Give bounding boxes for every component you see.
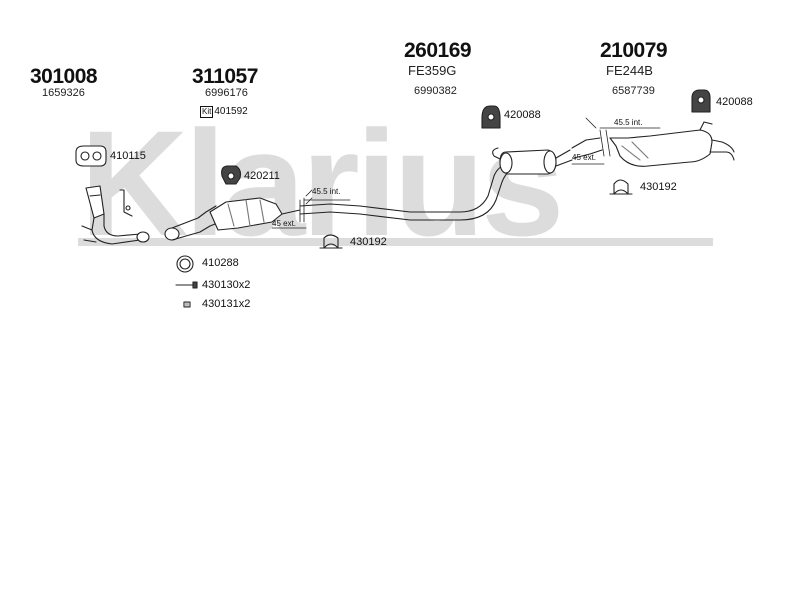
oe-number-1659326: 1659326: [42, 87, 85, 99]
oe-number-6587739: 6587739: [612, 85, 655, 97]
fitting-430130: 430130x2: [202, 279, 251, 291]
dimension-left-int: 45.5 int.: [312, 187, 341, 196]
gasket-410115-icon: [75, 145, 107, 167]
oe-number-6990382: 6990382: [414, 85, 457, 97]
joint-right-dimensions: [571, 117, 661, 165]
dimension-right-int: 45.5 int.: [614, 118, 643, 127]
part-code-fe359g: FE359G: [408, 63, 457, 78]
part-number-301008: 301008: [30, 65, 98, 88]
kit-number: 401592: [214, 106, 248, 117]
bolt-430130-icon: [175, 281, 198, 289]
kit-prefix: Kit: [200, 106, 214, 118]
dimension-right-ext: 45 ext.: [572, 153, 597, 162]
fitting-430192-right: 430192: [640, 181, 677, 193]
mount-420088-right-icon: [691, 89, 711, 113]
fitting-410288: 410288: [202, 257, 239, 269]
dimension-left-ext: 45 ext.: [272, 219, 297, 228]
rear-silencer: [571, 121, 735, 167]
mount-420211-icon: [221, 165, 242, 185]
part-number-311057: 311057: [192, 65, 258, 88]
watermark-bar: [78, 238, 713, 246]
fitting-410115: 410115: [110, 150, 146, 162]
front-pipe: [81, 185, 150, 245]
clamp-430192-left-icon: [319, 234, 343, 249]
fitting-420211: 420211: [244, 170, 280, 182]
part-code-fe244b: FE244B: [606, 63, 653, 78]
fitting-430131: 430131x2: [202, 298, 251, 310]
fitting-420088-right: 420088: [716, 96, 753, 108]
joint-left-dimensions: [271, 189, 351, 229]
part-number-260169: 260169: [404, 39, 472, 62]
oe-number-6996176: 6996176: [205, 87, 248, 99]
mount-420088-left-icon: [481, 105, 501, 129]
fitting-430192-left: 430192: [350, 236, 387, 248]
nut-430131-icon: [183, 301, 191, 308]
fitting-420088-left: 420088: [504, 109, 541, 121]
center-pipe: [299, 147, 573, 221]
part-number-210079: 210079: [600, 39, 668, 62]
clamp-430192-right-icon: [609, 179, 633, 195]
catalytic-converter: [164, 197, 301, 241]
ring-410288-icon: [176, 255, 194, 273]
